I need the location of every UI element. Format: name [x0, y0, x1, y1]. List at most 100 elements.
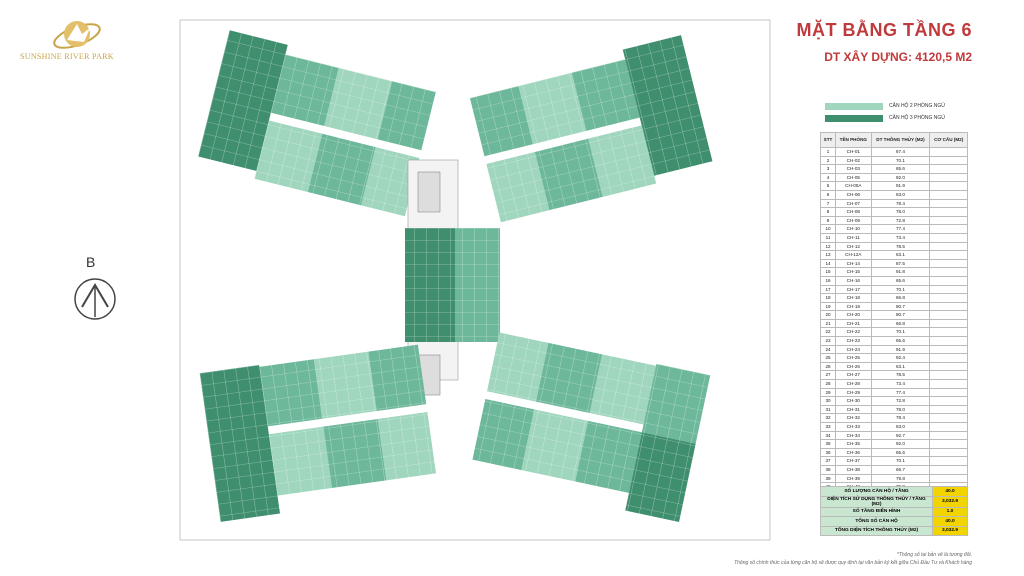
cell-area: 65.6 [870, 164, 931, 174]
cell-name: CH-17 [835, 284, 872, 295]
cell-stt: 30 [819, 396, 837, 406]
cell-structure [929, 301, 968, 312]
cell-area: 87.5 [870, 258, 931, 269]
cell-area: 70.1 [870, 327, 931, 338]
cell-area: 66.8 [870, 318, 931, 329]
cell-stt: 2 [819, 155, 837, 166]
cell-area: 91.8 [870, 267, 931, 277]
page-subtitle: DT XÂY DỰNG: 4120,5 M2 [824, 50, 972, 64]
cell-stt: 19 [819, 301, 837, 312]
cell-stt: 15 [819, 267, 837, 277]
cell-structure [929, 172, 968, 183]
cell-name: CH-36 [835, 447, 872, 458]
cell-name: CH-37 [835, 456, 872, 466]
cell-structure [929, 344, 968, 355]
legend-item-2br: CĂN HỘ 2 PHÒNG NGỦ [825, 100, 945, 112]
cell-name: CH-12 [835, 241, 872, 252]
cell-stt: 23 [819, 336, 837, 346]
cell-name: CH-21 [835, 318, 872, 329]
cell-name: CH-11 [835, 232, 872, 243]
page-title: MẶT BẰNG TẦNG 6 [796, 20, 972, 40]
cell-stt: 37 [819, 456, 837, 466]
cell-area: 63.1 [870, 250, 931, 260]
cell-name: CH-03 [835, 164, 872, 174]
cell-structure [929, 396, 968, 406]
cell-area: 72.8 [870, 396, 931, 406]
cell-stt: 12 [819, 241, 837, 252]
summary-value: 3,032.9 [932, 525, 968, 536]
cell-area: 80.7 [870, 301, 931, 312]
cell-area: 70.1 [870, 155, 931, 166]
cell-structure [929, 361, 968, 372]
cell-stt: 29 [819, 387, 837, 398]
cell-stt: 27 [819, 370, 837, 381]
note-official: Thông số chính thức của từng căn hộ sẽ đ… [734, 560, 972, 566]
cell-structure [929, 353, 968, 363]
cell-area: 78.5 [870, 370, 931, 381]
cell-structure [929, 284, 968, 295]
cell-area: 91.9 [870, 344, 931, 355]
cell-area: 79.8 [870, 473, 931, 484]
cell-structure [929, 327, 968, 338]
cell-stt: 10 [819, 224, 837, 234]
note-relative: *Thông số tại bản vẽ là tương đối. [896, 552, 972, 558]
cell-structure [929, 207, 968, 217]
cell-area: 65.6 [870, 447, 931, 458]
floor-plan [179, 19, 771, 541]
north-arrow-icon [74, 278, 116, 320]
cell-stt: 34 [819, 430, 837, 441]
cell-name: CH-10 [835, 224, 872, 234]
cell-name: CH-09 [835, 215, 872, 226]
cell-area: 92.7 [870, 430, 931, 441]
cell-stt: 35 [819, 439, 837, 449]
cell-stt: 18 [819, 293, 837, 303]
cell-area: 80.7 [870, 310, 931, 320]
cell-area: 92.4 [870, 353, 931, 363]
cell-structure [929, 379, 968, 389]
summary-row: TỔNG DIỆN TÍCH THÔNG THỦY (M2)3,032.9 [820, 525, 968, 536]
cell-name: CH-18 [835, 293, 872, 303]
cell-structure [929, 404, 968, 415]
cell-area: 78.5 [870, 241, 931, 252]
cell-name: CH-16 [835, 275, 872, 286]
cell-structure [929, 318, 968, 329]
cell-stt: 11 [819, 232, 837, 243]
cell-name: CH-29 [835, 387, 872, 398]
cell-area: 65.6 [870, 336, 931, 346]
cell-name: CH-20 [835, 310, 872, 320]
summary-value: 1.0 [932, 506, 968, 517]
cell-name: CH-26 [835, 361, 872, 372]
cell-structure [929, 447, 968, 458]
cell-structure [929, 250, 968, 260]
legend-label: CĂN HỘ 3 PHÒNG NGỦ [889, 115, 945, 121]
summary-value: 40.0 [932, 486, 968, 497]
cell-structure [929, 430, 968, 441]
cell-name: CH-28 [835, 379, 872, 389]
cell-name: CH-39 [835, 473, 872, 484]
cell-structure [929, 310, 968, 320]
cell-area: 67.4 [870, 147, 931, 157]
cell-area: 78.0 [870, 404, 931, 415]
cell-name: CH-15 [835, 267, 872, 277]
cell-structure [929, 267, 968, 277]
